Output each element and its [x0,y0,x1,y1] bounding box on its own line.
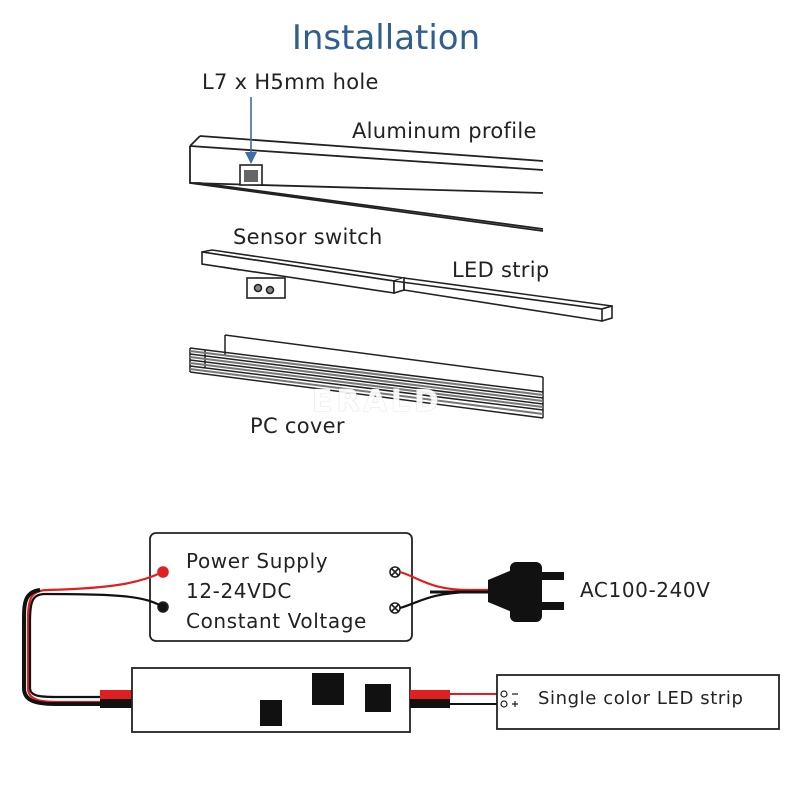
power-supply-line1: Power Supply [186,549,329,573]
pc-cover [189,334,544,419]
led-strip-box [496,674,780,730]
aluminum-profile [189,135,544,232]
led-wires [450,693,505,705]
hole-pointer-arrow [245,97,257,164]
sensor-controller [100,667,450,733]
strip-pads [500,690,518,708]
ac-wires [399,570,492,610]
dc-wires [22,570,164,706]
profile-hole [239,164,263,186]
profile-label: Aluminum profile [352,119,537,143]
strip-label: LED strip [452,258,550,282]
power-supply-line3: Constant Voltage [186,609,367,633]
page-title: Installation [291,18,481,58]
hole-label: L7 x H5mm hole [202,70,379,94]
ac-voltage-label: AC100-240V [580,578,711,602]
watermark: ERALD [312,384,443,419]
led-strip [393,277,613,323]
sensor-switch [201,249,405,299]
sensor-label: Sensor switch [233,225,383,249]
led-strip-box-label: Single color LED strip [538,688,744,709]
plug-icon [488,562,564,622]
power-supply-line2: 12-24VDC [186,579,292,603]
cover-label: PC cover [250,414,345,438]
power-supply-box [149,532,413,642]
